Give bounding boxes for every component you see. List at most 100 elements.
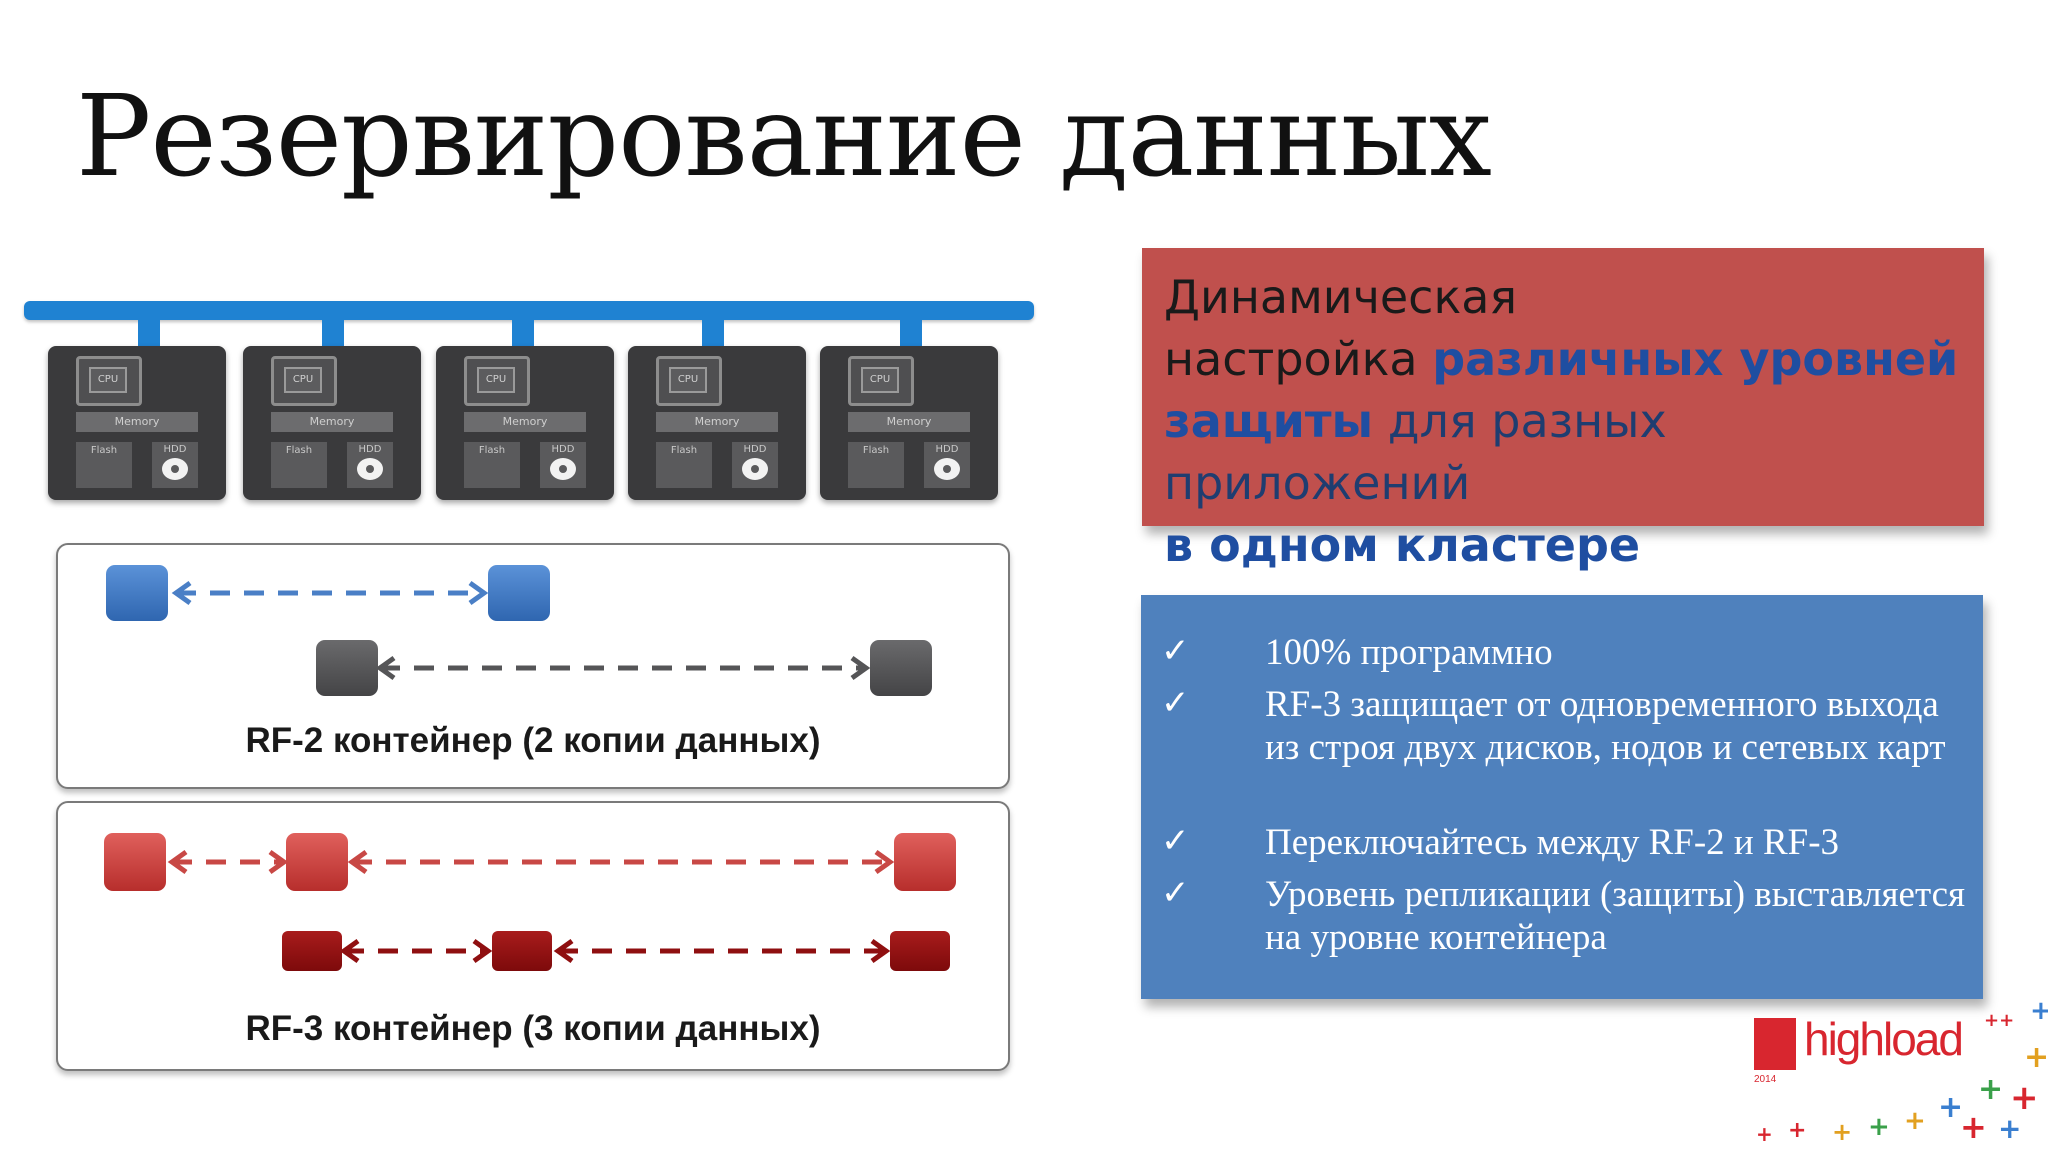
memory-label: Memory [656, 412, 778, 432]
rf2-caption: RF-2 контейнер (2 копии данных) [245, 721, 821, 760]
checkmark-icon: ✓ [1161, 683, 1190, 723]
flash-label: Flash [848, 442, 904, 488]
flash-label: Flash [76, 442, 132, 488]
rf3-replication-diagram [104, 833, 956, 971]
rf2-replication-diagram [106, 565, 932, 696]
bus-connector [138, 318, 160, 348]
plus-icon: + [2010, 1078, 2039, 1118]
disk-icon [742, 458, 768, 480]
rf3-data-copy-darkred [492, 931, 552, 971]
disk-icon [934, 458, 960, 480]
plus-icon: + [1978, 1072, 2004, 1107]
flash-label: Flash [464, 442, 520, 488]
memory-label: Memory [271, 412, 393, 432]
red-callout-text: Динамическая настройка различных уровней… [1164, 266, 1970, 576]
disk-icon [357, 458, 383, 480]
checkmark-icon: ✓ [1161, 821, 1190, 861]
rf3-data-copy-darkred [890, 931, 950, 971]
logo-wordmark: highload [1804, 1013, 1964, 1065]
hdd-block: HDD [152, 442, 198, 488]
bus-connector [322, 318, 344, 348]
bullet-text: 100% программно [1265, 632, 1553, 673]
cpu-label: CPU [669, 367, 707, 393]
disk-icon [162, 458, 188, 480]
rf2-data-copy-blue [106, 565, 168, 621]
hdd-block: HDD [732, 442, 778, 488]
cpu-chip-icon: CPU [848, 356, 914, 406]
rf3-darkred-links [339, 938, 891, 964]
memory-label: Memory [76, 412, 198, 432]
rf2-gray-link [375, 655, 871, 681]
checkmark-icon: ✓ [1161, 631, 1190, 671]
logo-superscript: ++ [1984, 1010, 2015, 1031]
hdd-label: HDD [163, 444, 187, 455]
callout-line3-plain: для разных приложений [1164, 394, 1667, 510]
bullet-text: Уровень репликации (защиты) выставляется… [1265, 874, 1966, 958]
bus-connector [702, 318, 724, 348]
plus-icon: + [1938, 1090, 1964, 1125]
rf3-red-links [167, 849, 895, 875]
hdd-block: HDD [540, 442, 586, 488]
callout-line3-emphasis: защиты [1164, 394, 1374, 448]
cpu-label: CPU [89, 367, 127, 393]
rf3-caption: RF-3 контейнер (3 копии данных) [245, 1009, 821, 1048]
rf3-container-panel: RF-3 контейнер (3 копии данных) [56, 801, 1010, 1071]
cpu-chip-icon: CPU [76, 356, 142, 406]
callout-line2-plain: настройка [1164, 332, 1433, 386]
bus-connector [512, 318, 534, 348]
rf2-blue-link [171, 580, 489, 606]
hdd-block: HDD [924, 442, 970, 488]
memory-label: Memory [848, 412, 970, 432]
highload-logo: highload ++ 2014 + + + + + + + + + + + + [1748, 996, 2048, 1152]
rf3-data-copy-red [286, 833, 348, 891]
flash-label: Flash [656, 442, 712, 488]
plus-icon: + [1868, 1112, 1890, 1142]
hdd-label: HDD [358, 444, 382, 455]
flash-label: Flash [271, 442, 327, 488]
plus-icon: + [2024, 1040, 2048, 1075]
cpu-chip-icon: CPU [464, 356, 530, 406]
rf3-data-copy-darkred [282, 931, 342, 971]
network-bus [24, 301, 1034, 320]
slide-title: Резервирование данных [76, 72, 1492, 202]
hdd-label: HDD [551, 444, 575, 455]
blue-bullets-box: ✓ 100% программно ✓ RF-3 защищает от одн… [1141, 595, 1983, 999]
hdd-block: HDD [347, 442, 393, 488]
rf2-data-copy-gray [870, 640, 932, 696]
disk-icon [550, 458, 576, 480]
red-callout-box: Динамическая настройка различных уровней… [1142, 248, 1984, 572]
cpu-label: CPU [284, 367, 322, 393]
memory-label: Memory [464, 412, 586, 432]
cpu-chip-icon: CPU [271, 356, 337, 406]
plus-icon: + [1756, 1122, 1773, 1146]
plus-icon: + [1998, 1112, 2022, 1145]
hdd-label: HDD [743, 444, 767, 455]
rf2-data-copy-blue [488, 565, 550, 621]
cpu-label: CPU [477, 367, 515, 393]
bullet-text: RF-3 защищает от одновременного выхода и… [1265, 684, 1946, 768]
checkmark-icon: ✓ [1161, 873, 1190, 913]
plus-icon: + [1832, 1118, 1853, 1146]
bus-connector [900, 318, 922, 348]
plus-icon: + [1788, 1118, 1807, 1143]
cpu-chip-icon: CPU [656, 356, 722, 406]
logo-year: 2014 [1754, 1074, 1777, 1085]
callout-line4-emphasis: в одном кластере [1164, 518, 1641, 572]
rf3-data-copy-red [104, 833, 166, 891]
logo-mark-icon [1754, 1018, 1796, 1070]
plus-icon: + [1960, 1108, 1987, 1146]
plus-icon: + [2030, 996, 2048, 1026]
bullet-text: Переключайтесь между RF-2 и RF-3 [1265, 822, 1840, 863]
cpu-label: CPU [861, 367, 899, 393]
plus-icon: + [1904, 1106, 1926, 1136]
rf3-data-copy-red [894, 833, 956, 891]
rf2-container-panel: RF-2 контейнер (2 копии данных) [56, 543, 1010, 789]
callout-line1: Динамическая [1164, 270, 1518, 324]
hdd-label: HDD [935, 444, 959, 455]
rf2-data-copy-gray [316, 640, 378, 696]
